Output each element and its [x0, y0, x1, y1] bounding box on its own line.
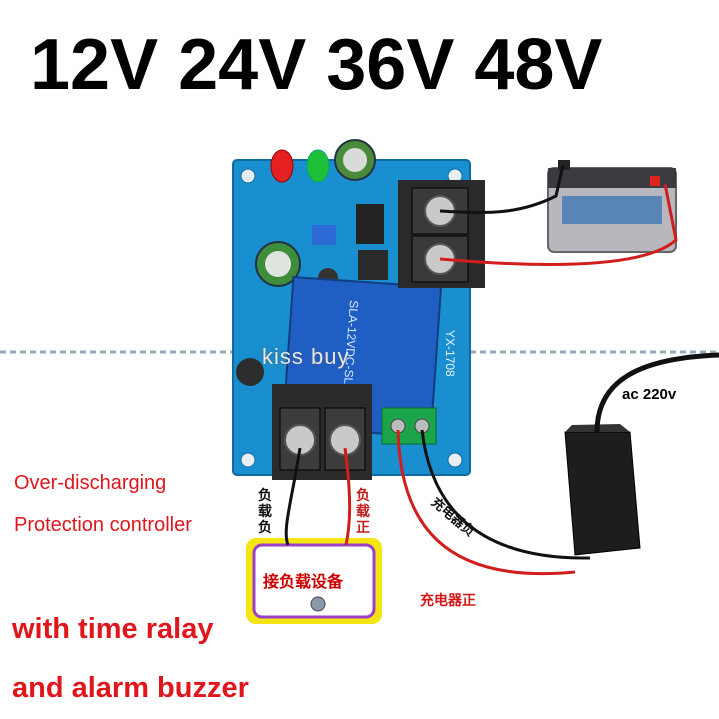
ic-chip [356, 204, 384, 244]
protection-controller-label: Protection controller [14, 514, 192, 536]
wire-black-load [284, 447, 302, 546]
mount-hole [240, 168, 256, 184]
load-positive-label: 负载正 [356, 488, 370, 536]
ac-input-label: ac 220v [622, 386, 677, 403]
time-relay-label: with time ralay [12, 613, 214, 645]
wire-black-charger [420, 429, 591, 560]
inductor [358, 250, 388, 280]
over-discharging-label: Over-discharging [14, 472, 167, 494]
wire-red-battery [439, 183, 678, 267]
green-led [306, 149, 330, 183]
wire-red-charger [396, 429, 576, 576]
wire-red-load [343, 447, 352, 546]
load-negative-label: 负载负 [258, 488, 272, 536]
capacitor-left-top [265, 251, 291, 277]
board-model-text: YX-1708 [443, 330, 457, 377]
wire-black-battery [439, 164, 565, 214]
potentiometer [312, 225, 336, 245]
battery-terminal [398, 180, 485, 288]
charger [564, 424, 641, 556]
wire-ac [594, 352, 719, 433]
voltage-title: 12V 24V 36V 48V [30, 25, 603, 105]
mount-hole [447, 452, 463, 468]
battery [547, 160, 677, 253]
capacitor-top [343, 148, 367, 172]
charger-positive-label: 充电器正 [420, 593, 476, 609]
buzzer [236, 358, 264, 386]
load-device-box [246, 538, 382, 624]
red-led [270, 149, 294, 183]
alarm-buzzer-label: and alarm buzzer [12, 672, 249, 704]
load-device-label: 接负载设备 [263, 572, 344, 591]
load-terminal [272, 384, 372, 480]
charger-terminal [381, 407, 437, 445]
mount-hole [240, 452, 256, 468]
relay-model-text: SLA-12VDC-SL-C [340, 300, 361, 398]
watermark-text: kiss buy [262, 344, 350, 369]
